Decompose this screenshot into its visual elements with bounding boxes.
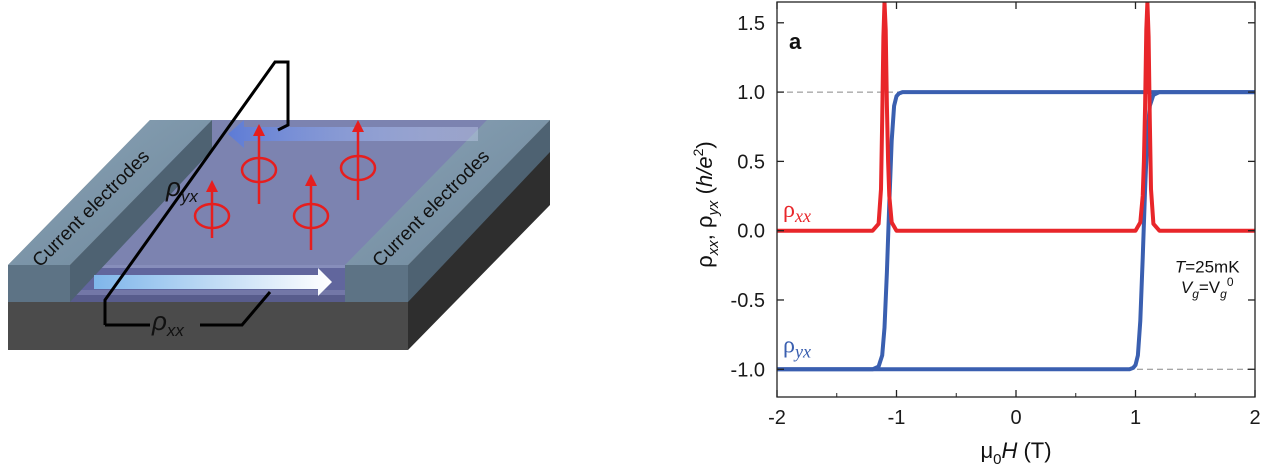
rho-yx-series-label: ρyx [783,333,811,362]
rho-xx-series-label: ρxx [783,197,811,226]
rho-yx-label: ρyx [165,172,198,206]
x-tick-label: -1 [888,407,906,429]
device-schematic: Current electrodes Current electrodes ρy… [8,60,550,350]
right-electrode-front [345,265,408,302]
substrate-side [408,150,550,350]
y-axis-label: ρxx, ρyx (h/e2) [690,141,722,267]
bottom-edge-current-arrow [94,268,332,296]
left-electrode-front [8,265,70,302]
right-electrode-side [408,120,550,302]
y-tick-label: 0.5 [737,151,765,173]
temperature-annotation: T=25mK [1175,257,1240,276]
y-tick-label: 1.0 [737,82,765,104]
left-electrode-top [8,120,212,265]
y-tick-label: -1.0 [731,359,765,381]
x-tick-label: 1 [1130,407,1141,429]
rho-yx-curve-up [777,90,1255,372]
gate-voltage-annotation: Vg=Vg0 [1181,275,1234,301]
spin-arrow-1 [193,180,231,238]
spin-arrow-2 [240,124,278,204]
y-tick-label: 0.0 [737,221,765,243]
y-tick-label: -0.5 [731,290,765,312]
x-axis-label: μ0H (T) [980,438,1051,468]
plot-frame [776,1,1256,398]
spin-arrow-4 [339,120,377,200]
rho-yx-curve-down [777,90,1255,372]
rho-xx-curve [777,2,1255,233]
left-electrode-side [70,120,212,302]
x-tick-label: 0 [1010,407,1021,429]
top-edge-current-arrow [228,120,478,148]
spin-arrow-3 [292,174,330,250]
rho-yx-wire [103,60,290,325]
panel-label: a [789,29,802,54]
x-tick-label: -2 [768,407,786,429]
substrate-front [8,295,408,350]
rho-xx-label: ρxx [151,306,184,340]
rho-xx-wire-right [200,291,272,327]
right-electrode-top [345,120,550,265]
x-tick-label: 2 [1249,407,1260,429]
hall-chart: -2 -1 0 1 2 -1.0 -0.5 0.0 0.5 1.0 1.5 a μ0H (T) ρxx, … [690,1,1261,468]
y-tick-label: 1.5 [737,13,765,35]
